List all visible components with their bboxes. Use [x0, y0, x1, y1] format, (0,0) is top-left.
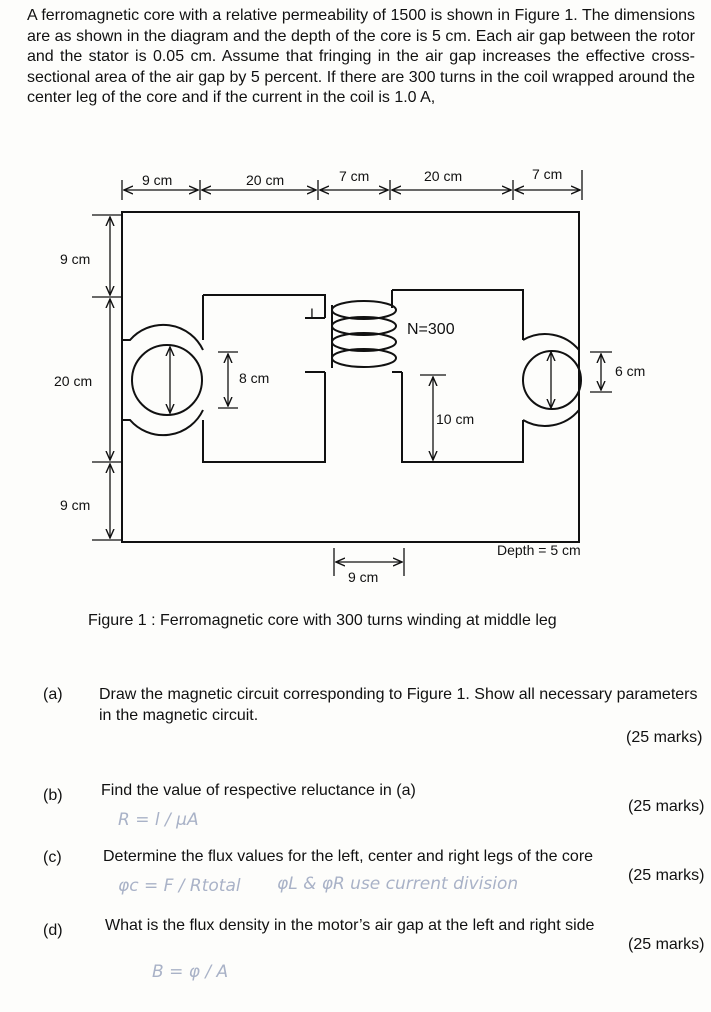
dim-top-4: 20 cm: [424, 168, 462, 184]
question-c-label: (c): [43, 849, 62, 866]
dim-top-1: 9 cm: [142, 172, 172, 188]
question-b-marks: (25 marks): [628, 798, 705, 815]
handwritten-note-d: B = φ / A: [152, 962, 229, 982]
left-rotor: [131, 344, 203, 416]
turns-label: N=300: [407, 321, 455, 338]
current-label: I: [310, 305, 314, 321]
coil: [331, 300, 397, 368]
problem-statement: A ferromagnetic core with a relative per…: [27, 7, 695, 106]
question-a-label: (a): [43, 686, 63, 703]
question-d-label: (d): [43, 922, 63, 939]
dim-top-3: 7 cm: [339, 168, 369, 184]
right-rotor: [522, 350, 582, 410]
question-c-text: Determine the flux values for the left, …: [103, 848, 594, 865]
dim-left-3: 9 cm: [60, 497, 90, 513]
handwritten-note-c-formula: φc = F / Rtotal: [118, 876, 241, 896]
dim-top-2: 20 cm: [246, 172, 284, 188]
question-b-text: Find the value of respective reluctance …: [101, 782, 416, 799]
depth-label: Depth = 5 cm: [497, 542, 581, 558]
magnetic-core-figure: 9 cm 20 cm 7 cm 20 cm 7 cm 9 cm 20 cm 9 …: [54, 166, 645, 585]
left-gap-housing: [122, 323, 204, 351]
question-d-marks: (25 marks): [628, 936, 705, 953]
dim-10: 10 cm: [436, 411, 474, 427]
question-a-text: Draw the magnetic circuit corresponding …: [99, 686, 698, 724]
dim-left-2: 20 cm: [54, 373, 92, 389]
dim-top-5: 7 cm: [532, 166, 562, 182]
dim-inner-8: 8 cm: [239, 370, 269, 386]
question-d-text: What is the flux density in the motor’s …: [105, 917, 595, 934]
handwritten-note-c-division: φL & φR use current division: [277, 874, 519, 894]
figure-caption: Figure 1 : Ferromagnetic core with 300 t…: [88, 612, 557, 629]
question-c-marks: (25 marks): [628, 867, 705, 884]
question-b-label: (b): [43, 787, 63, 804]
question-a-marks: (25 marks): [626, 729, 703, 746]
dim-left-1: 9 cm: [60, 251, 90, 267]
handwritten-note-b: R = l / μA: [118, 810, 199, 830]
stator-outer: [121, 211, 580, 543]
dim-bottom: 9 cm: [348, 569, 378, 585]
dim-right-6: 6 cm: [615, 363, 645, 379]
